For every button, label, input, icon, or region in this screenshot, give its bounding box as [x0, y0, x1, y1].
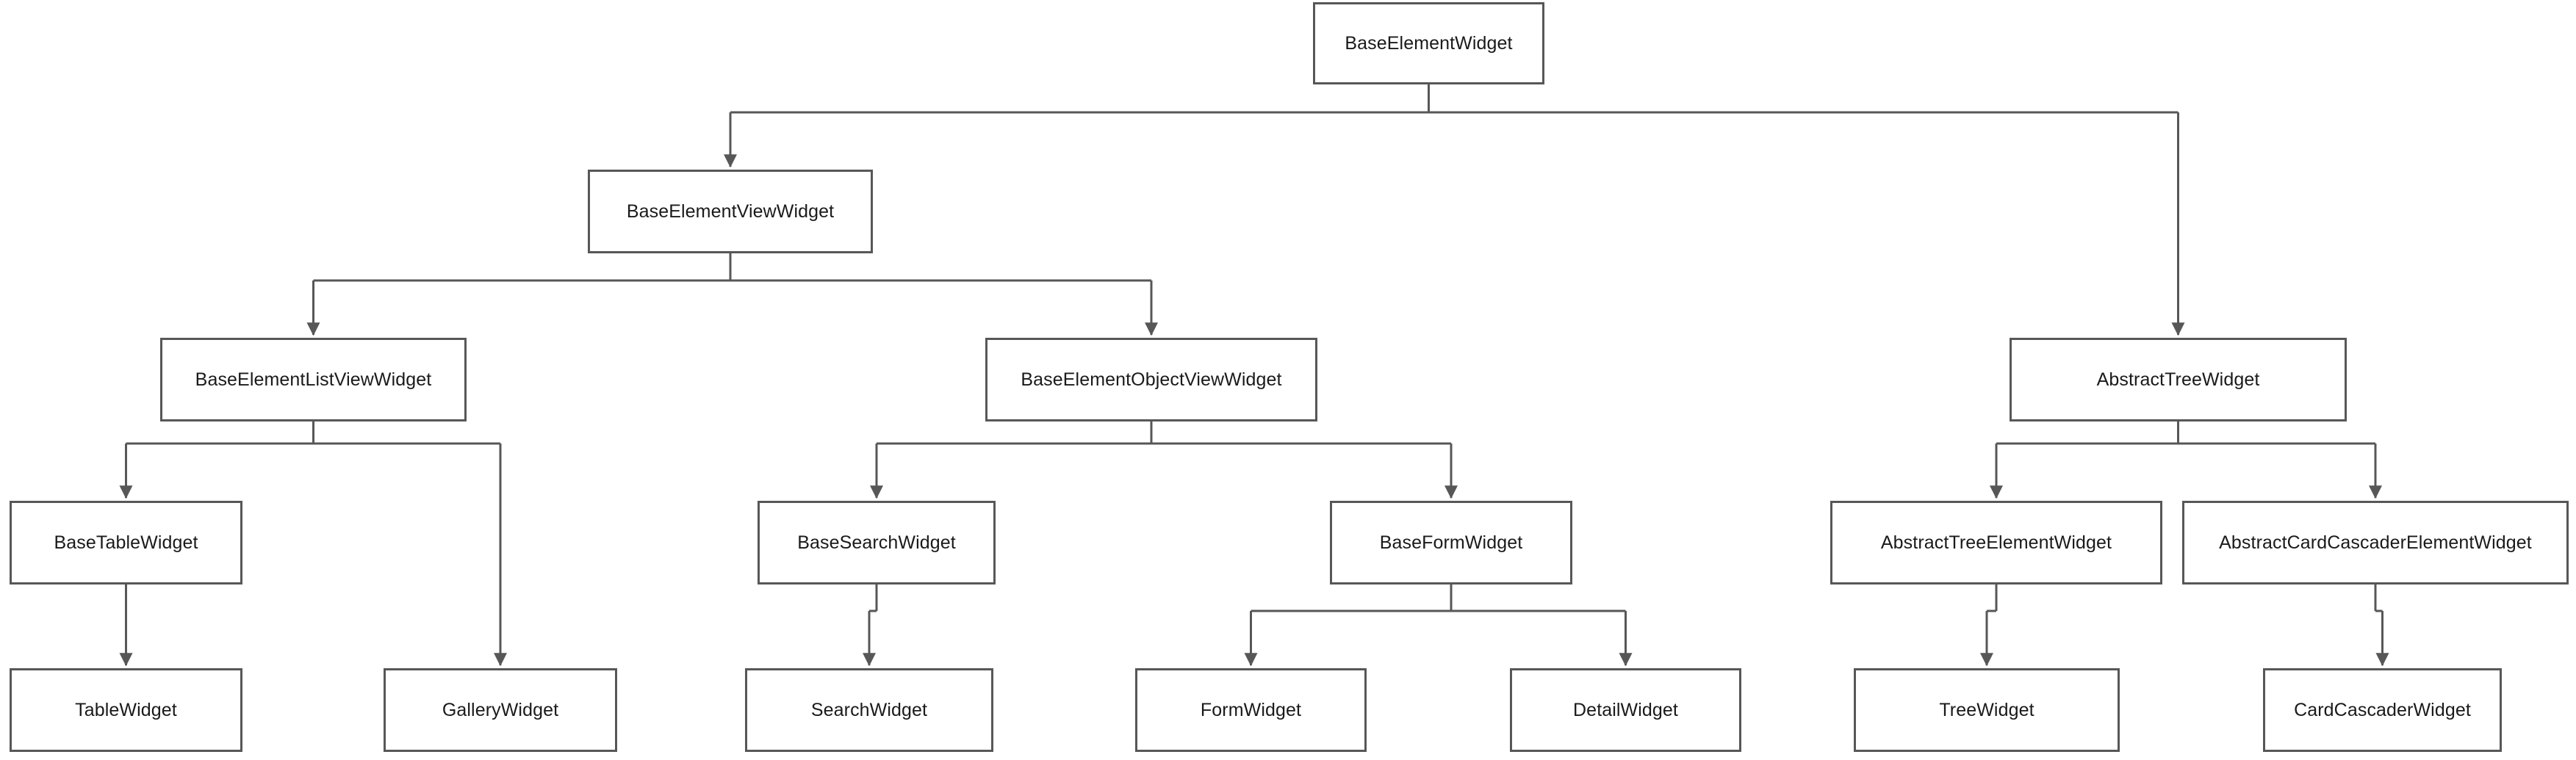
- node-label: DetailWidget: [1573, 700, 1678, 720]
- node-TreeWidget[interactable]: TreeWidget: [1854, 668, 2120, 752]
- node-BaseElementListViewWidget[interactable]: BaseElementListViewWidget: [160, 338, 467, 421]
- node-label: GalleryWidget: [442, 700, 559, 720]
- node-BaseElementObjectViewWidget[interactable]: BaseElementObjectViewWidget: [985, 338, 1317, 421]
- node-label: CardCascaderWidget: [2294, 700, 2471, 720]
- node-label: BaseElementWidget: [1345, 33, 1513, 54]
- node-label: TreeWidget: [1939, 700, 2034, 720]
- node-label: AbstractTreeWidget: [2096, 369, 2260, 390]
- node-FormWidget[interactable]: FormWidget: [1135, 668, 1367, 752]
- node-BaseSearchWidget[interactable]: BaseSearchWidget: [758, 501, 996, 585]
- node-label: BaseTableWidget: [54, 532, 198, 553]
- node-DetailWidget[interactable]: DetailWidget: [1510, 668, 1741, 752]
- node-SearchWidget[interactable]: SearchWidget: [745, 668, 993, 752]
- node-label: AbstractCardCascaderElementWidget: [2219, 532, 2532, 553]
- node-label: BaseElementListViewWidget: [195, 369, 432, 390]
- node-TableWidget[interactable]: TableWidget: [10, 668, 242, 752]
- node-AbstractTreeElementWidget[interactable]: AbstractTreeElementWidget: [1830, 501, 2162, 585]
- node-BaseTableWidget[interactable]: BaseTableWidget: [10, 501, 242, 585]
- node-label: SearchWidget: [810, 700, 928, 720]
- node-label: TableWidget: [75, 700, 177, 720]
- node-BaseElementViewWidget[interactable]: BaseElementViewWidget: [588, 170, 873, 253]
- node-label: FormWidget: [1200, 700, 1302, 720]
- node-CardCascaderWidget[interactable]: CardCascaderWidget: [2263, 668, 2502, 752]
- node-AbstractTreeWidget[interactable]: AbstractTreeWidget: [2010, 338, 2347, 421]
- node-label: BaseSearchWidget: [797, 532, 956, 553]
- node-label: BaseFormWidget: [1379, 532, 1523, 553]
- node-label: AbstractTreeElementWidget: [1880, 532, 2112, 553]
- node-label: BaseElementObjectViewWidget: [1021, 369, 1282, 390]
- node-BaseElementWidget[interactable]: BaseElementWidget: [1313, 2, 1544, 84]
- node-label: BaseElementViewWidget: [626, 201, 835, 222]
- node-AbstractCardCascaderElementWidget[interactable]: AbstractCardCascaderElementWidget: [2182, 501, 2569, 585]
- node-BaseFormWidget[interactable]: BaseFormWidget: [1330, 501, 1572, 585]
- node-GalleryWidget[interactable]: GalleryWidget: [384, 668, 617, 752]
